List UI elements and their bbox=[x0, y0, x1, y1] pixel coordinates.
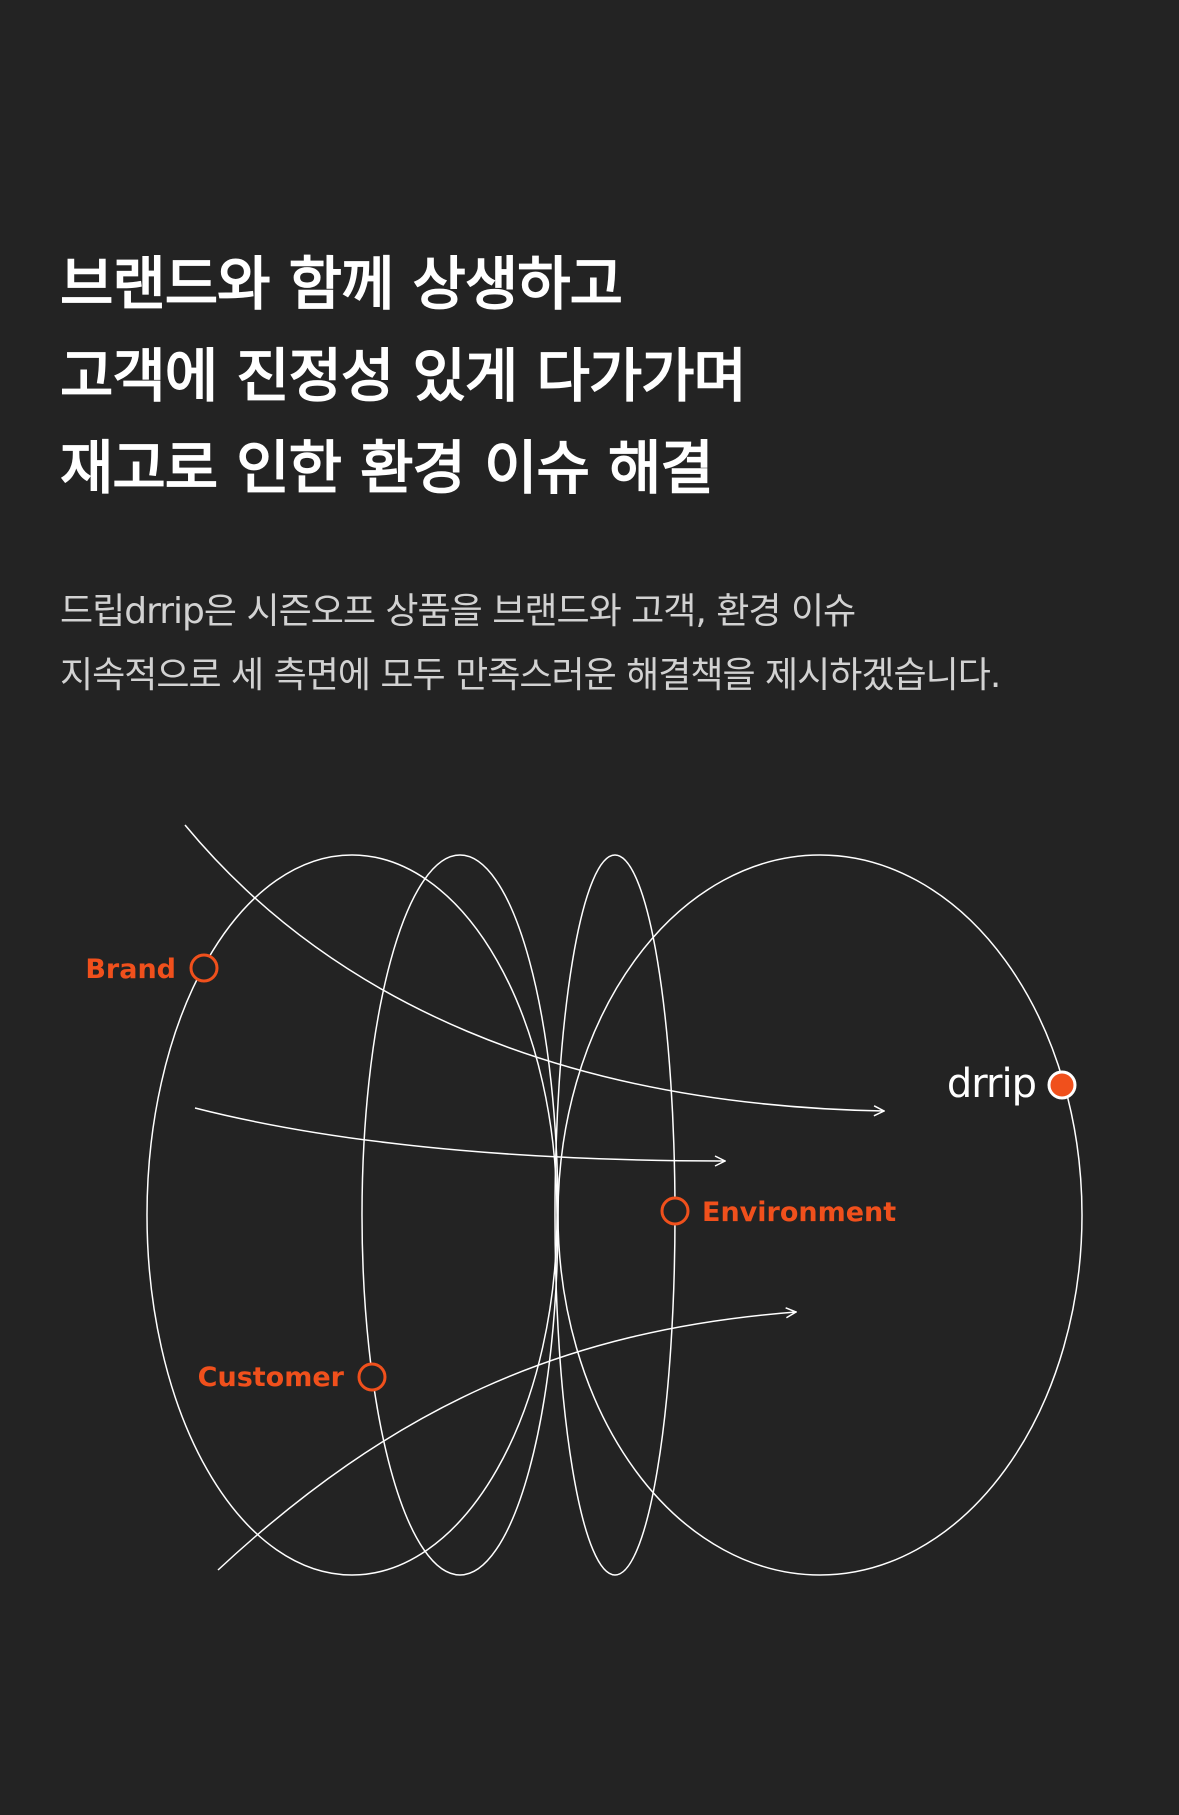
headline: 브랜드와 함께 상생하고 고객에 진정성 있게 다가가며 재고로 인한 환경 이… bbox=[60, 238, 747, 514]
environment-ellipse bbox=[554, 854, 676, 1576]
customer-ellipse bbox=[361, 854, 559, 1576]
brand-label: Brand bbox=[85, 954, 176, 985]
environment-node-ring bbox=[660, 1196, 690, 1226]
headline-line-3: 재고로 인한 환경 이슈 해결 bbox=[60, 434, 714, 502]
headline-line-1: 브랜드와 함께 상생하고 bbox=[60, 250, 623, 318]
brand-ellipse bbox=[146, 854, 558, 1576]
drrip-ellipse bbox=[557, 854, 1083, 1576]
brand-node-ring bbox=[189, 953, 219, 983]
brand-node: Brand bbox=[85, 953, 219, 985]
description-line-1: 드립drrip은 시즌오프 상품을 브랜드와 고객, 환경 이슈 bbox=[60, 591, 856, 632]
description: 드립drrip은 시즌오프 상품을 브랜드와 고객, 환경 이슈 지속적으로 세… bbox=[60, 580, 1001, 708]
drrip-logo-label: drrip bbox=[947, 1061, 1036, 1107]
environment-node: Environment bbox=[660, 1196, 896, 1228]
drrip-node-dot bbox=[1047, 1070, 1077, 1100]
arrow-brand-to-drrip bbox=[184, 824, 884, 1111]
environment-label: Environment bbox=[702, 1197, 896, 1228]
drrip-node: drrip bbox=[947, 1061, 1077, 1107]
customer-label: Customer bbox=[198, 1362, 345, 1393]
arrow-middle bbox=[194, 1107, 725, 1161]
customer-node: Customer bbox=[198, 1362, 387, 1393]
headline-line-2: 고객에 진정성 있게 다가가며 bbox=[60, 342, 747, 410]
arrow-customer-to-drrip bbox=[217, 1312, 796, 1571]
customer-node-ring bbox=[357, 1362, 387, 1392]
description-line-2: 지속적으로 세 측면에 모두 만족스러운 해결책을 제시하겠습니다. bbox=[60, 655, 1001, 696]
